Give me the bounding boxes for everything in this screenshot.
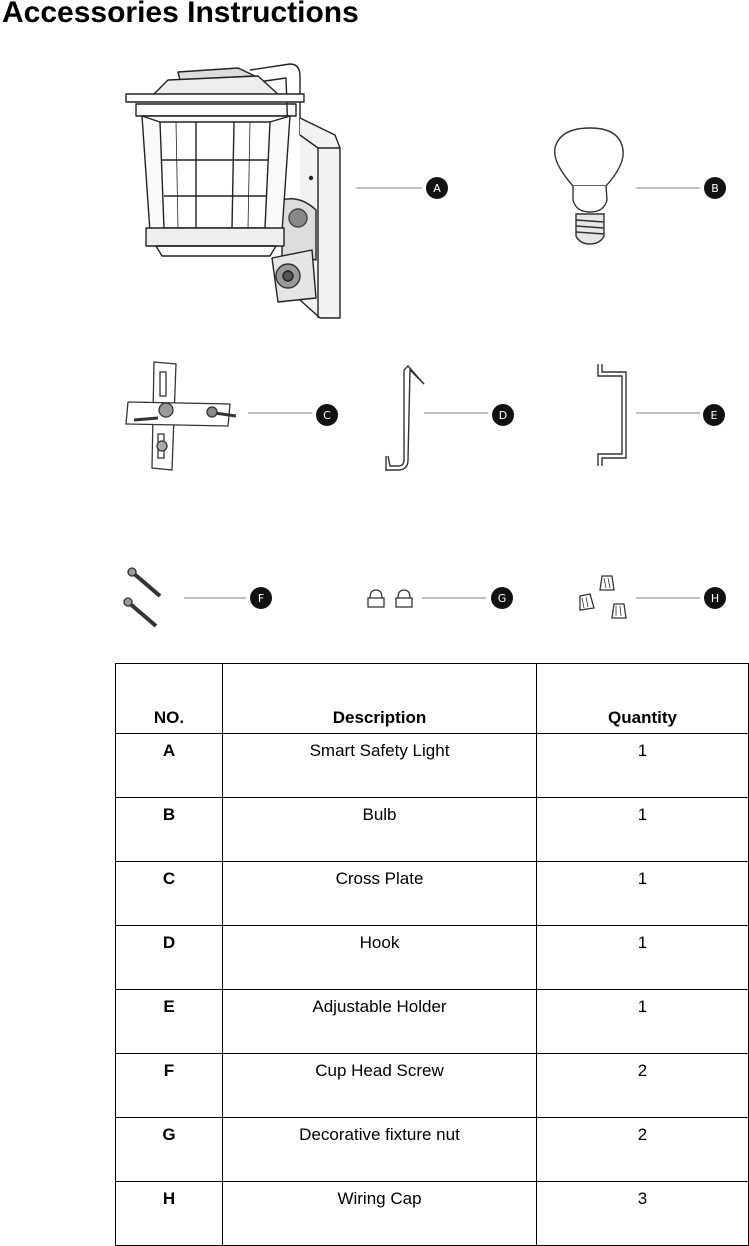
row-no: B [115,797,223,862]
row-quantity: 1 [536,989,749,1054]
table-row: A Smart Safety Light 1 [115,733,749,798]
row-quantity: 1 [536,925,749,990]
header-quantity: Quantity [536,663,749,734]
callout-g-marker [491,587,513,609]
callout-a-label: A [433,182,441,195]
cross-plate-illustration [125,361,312,471]
callout-b-marker [704,177,726,199]
row-description: Smart Safety Light [222,733,537,798]
row-description: Bulb [222,797,537,862]
callout-h-label: H [711,592,719,605]
bulb-illustration [553,127,700,245]
row-quantity: 1 [536,861,749,926]
callout-e-label: E [711,409,718,422]
table-row: B Bulb 1 [115,797,749,862]
row-quantity: 2 [536,1053,749,1118]
callout-b-label: B [711,182,719,195]
row-no: A [115,733,223,798]
callout-f-marker [250,587,272,609]
page-title: Accessories Instructions [2,0,359,29]
callout-c-label: C [323,409,331,422]
row-quantity: 1 [536,733,749,798]
table-row: G Decorative fixture nut 2 [115,1117,749,1182]
table-row: C Cross Plate 1 [115,861,749,926]
table-row: F Cup Head Screw 2 [115,1053,749,1118]
row-no: D [115,925,223,990]
row-no: H [115,1181,223,1246]
table-row: H Wiring Cap 3 [115,1181,749,1246]
header-description: Description [222,663,537,734]
fixture-nuts-illustration [367,589,486,608]
row-quantity: 2 [536,1117,749,1182]
row-quantity: 3 [536,1181,749,1246]
row-description: Decorative fixture nut [222,1117,537,1182]
header-no: NO. [115,663,223,734]
lantern-light-illustration [125,63,422,319]
callout-d-label: D [499,409,507,422]
wiring-caps-illustration [579,575,700,619]
callout-c-marker [316,404,338,426]
callout-e-marker [703,404,725,426]
row-quantity: 1 [536,797,749,862]
callout-g-label: G [498,592,507,605]
row-description: Cross Plate [222,861,537,926]
parts-figure: A B C D E [0,40,749,660]
table-header-row: NO. Description Quantity [115,663,749,734]
accessories-table: NO. Description Quantity A Smart Safety … [115,663,749,1246]
callout-a-marker [426,177,448,199]
callout-f-label: F [258,592,264,605]
row-no: E [115,989,223,1054]
row-description: Wiring Cap [222,1181,537,1246]
callout-d-marker [492,404,514,426]
table-row: D Hook 1 [115,925,749,990]
callout-h-marker [704,587,726,609]
row-no: F [115,1053,223,1118]
adjustable-holder-illustration [597,364,700,466]
row-description: Adjustable Holder [222,989,537,1054]
row-description: Hook [222,925,537,990]
table-row: E Adjustable Holder 1 [115,989,749,1054]
cup-head-screws-illustration [123,567,246,628]
row-no: G [115,1117,223,1182]
row-no: C [115,861,223,926]
row-description: Cup Head Screw [222,1053,537,1118]
hook-illustration [385,364,488,471]
